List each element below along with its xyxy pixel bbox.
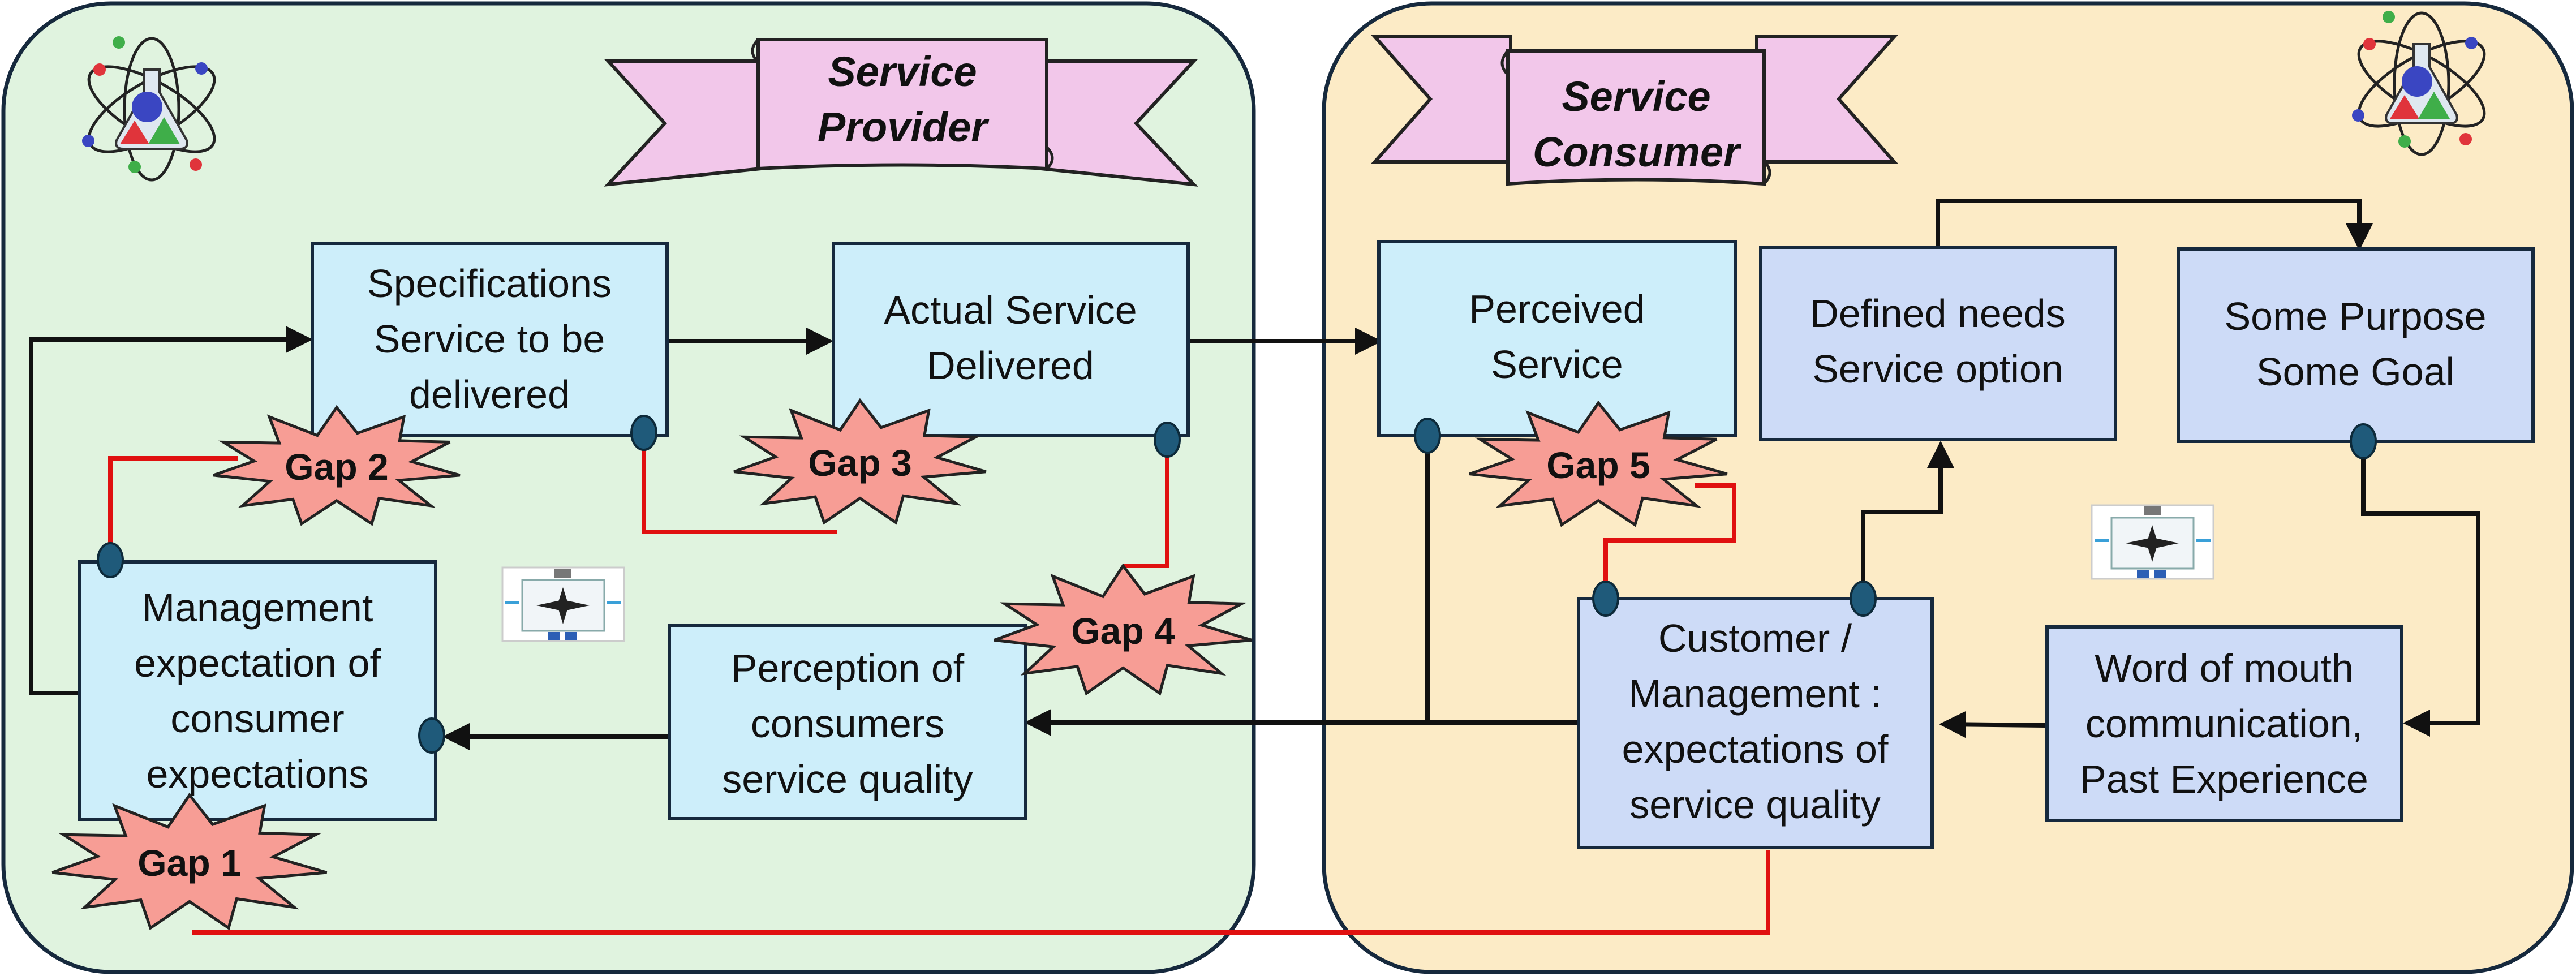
actual-service-box: Actual Service Delivered [832,242,1190,437]
service-provider-banner: Service Provider [604,38,1198,187]
purpose-goal-box: Some Purpose Some Goal [2177,247,2535,443]
customer-management-line-2: Management : [1628,672,1881,716]
gap5-line [1603,483,1736,599]
perception-quality-line-2: consumers [751,702,944,746]
gap-4-label: Gap 4 [1071,610,1175,652]
management-expectation-line-4: expectations [146,752,368,796]
connector-dot [97,542,124,578]
connector-dot [2350,423,2377,459]
gap2-line [108,456,238,560]
consumer-banner-line-2: Consumer [1533,128,1742,175]
word-of-mouth-line-1: Word of mouth [2095,646,2354,690]
gap-star [213,405,461,526]
word-of-mouth-box: Word of mouth communication, Past Experi… [2045,625,2403,822]
provider-banner-line-1: Service [828,48,977,95]
defined-needs-line-2: Service option [1812,347,2063,391]
connector-dots [97,415,2377,754]
specifications-line-3: delivered [409,372,570,416]
specifications-line-2: Service to be [374,317,605,361]
connector-dot [1154,422,1181,458]
arrow-word-of-mouth-to-customer [1939,711,2046,738]
gap-5-badge: Gap 5 [1469,400,1728,527]
actual-service-line-2: Delivered [927,343,1094,388]
arrow-management-to-specifications [29,326,313,695]
diagram-thumbnail-icon [2091,504,2214,580]
perception-quality-line-3: service quality [722,757,973,801]
gap-3-label: Gap 3 [808,442,911,484]
customer-management-line-4: service quality [1629,782,1881,827]
customer-management-box: Customer / Management : expectations of … [1577,597,1934,849]
gap-connector-lines [108,433,1770,935]
gap-1-badge: Gap 1 [51,792,328,931]
specifications-line-1: Specifications [367,261,612,306]
gap-star [733,398,987,525]
gap-1-label: Gap 1 [137,842,241,884]
perceived-service-line-2: Service [1491,342,1623,386]
perceived-service-box: Perceived Service [1377,240,1737,437]
consumer-banner-line-1: Service [1562,73,1710,120]
diagram-thumbnail-icon [501,566,625,642]
provider-banner-line-2: Provider [818,104,990,151]
gap3-line [642,433,837,534]
service-consumer-banner: Service Consumer [1371,35,1898,186]
gap-3-badge: Gap 3 [733,398,987,525]
gap4-line [1123,440,1169,568]
gap-star [51,792,328,931]
connector-dot [1414,418,1441,454]
arrow-purpose-to-word-of-mouth [2361,441,2480,737]
arrow-customer-to-defined-needs [1861,441,1954,599]
atom-flask-icon [82,36,216,182]
customer-management-line-1: Customer / [1658,616,1852,660]
defined-needs-line-1: Defined needs [1810,291,2065,336]
purpose-goal-line-2: Some Goal [2256,350,2454,394]
purpose-goal-line-1: Some Purpose [2224,294,2486,338]
perception-quality-box: Perception of consumers service quality [668,624,1027,820]
flow-arrows [29,199,2480,750]
arrow-defined-needs-to-purpose [1936,199,2373,251]
connector-dot [1592,581,1619,617]
management-expectation-line-2: expectation of [134,641,381,685]
connector-dot [630,415,657,451]
perception-quality-line-1: Perception of [731,646,965,690]
management-expectation-line-1: Management [142,586,373,630]
gap-star [994,563,1253,696]
customer-management-line-3: expectations of [1622,727,1889,771]
specifications-box: Specifications Service to be delivered [311,242,669,437]
defined-needs-box: Defined needs Service option [1759,246,2117,441]
gap-5-label: Gap 5 [1546,444,1650,486]
gap-2-label: Gap 2 [285,446,388,488]
word-of-mouth-line-3: Past Experience [2080,757,2368,801]
atom-flask-icon [2352,11,2486,156]
perceived-service-line-1: Perceived [1469,287,1645,331]
connector-dot [1850,581,1877,617]
word-of-mouth-line-2: communication, [2085,702,2363,746]
actual-service-line-1: Actual Service [884,288,1137,332]
management-expectation-box: Management expectation of consumer expec… [78,560,437,821]
gap-4-badge: Gap 4 [994,563,1253,696]
gap-2-badge: Gap 2 [213,405,461,526]
management-expectation-line-3: consumer [170,696,344,741]
gap1-line [192,850,1770,935]
connector-dot [418,717,445,754]
gap-star [1469,400,1728,527]
